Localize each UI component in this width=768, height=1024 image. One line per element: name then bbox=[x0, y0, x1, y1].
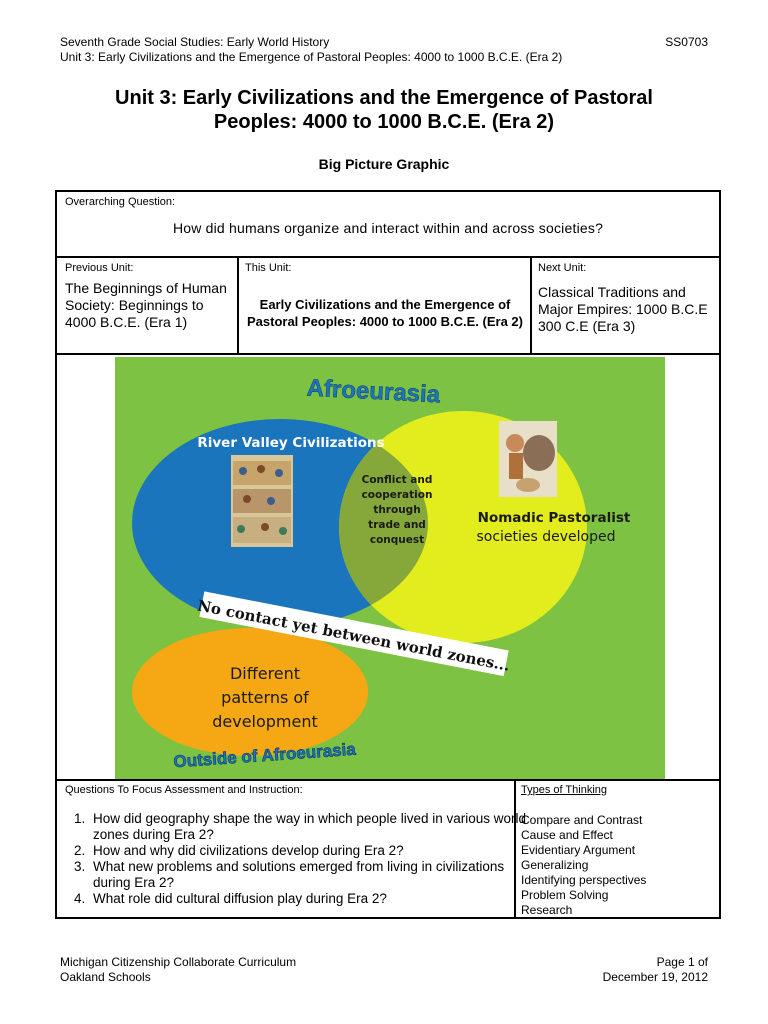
course-title: Seventh Grade Social Studies: Early Worl… bbox=[60, 35, 329, 50]
different-line-2: patterns of bbox=[221, 688, 309, 707]
divider bbox=[237, 258, 239, 353]
divider bbox=[530, 258, 532, 353]
previous-unit-text: The Beginnings of Human Society: Beginni… bbox=[65, 280, 230, 331]
this-unit-text: Early Civilizations and the Emergence of… bbox=[243, 296, 527, 330]
next-unit-label: Next Unit: bbox=[538, 262, 586, 274]
river-valley-label: River Valley Civilizations bbox=[197, 435, 384, 451]
footer-page: Page 1 of bbox=[560, 955, 708, 969]
overarching-label: Overarching Question: bbox=[65, 196, 175, 208]
overlap-line-4: trade and bbox=[368, 519, 426, 531]
overlap-line-5: conquest bbox=[370, 534, 424, 546]
question-item: What role did cultural diffusion play du… bbox=[89, 891, 529, 907]
big-picture-graphic: Afroeurasia River Valley Civilizations C… bbox=[115, 357, 665, 781]
previous-unit-label: Previous Unit: bbox=[65, 262, 133, 274]
thinking-list: Compare and Contrast Cause and Effect Ev… bbox=[521, 813, 646, 918]
this-unit-label: This Unit: bbox=[245, 262, 291, 274]
thinking-item: Cause and Effect bbox=[521, 828, 646, 843]
thinking-item: Problem Solving bbox=[521, 888, 646, 903]
questions-list: How did geography shape the way in which… bbox=[61, 811, 529, 907]
questions-label: Questions To Focus Assessment and Instru… bbox=[65, 784, 303, 796]
thinking-item: Generalizing bbox=[521, 858, 646, 873]
pastoralist-mosaic-image bbox=[499, 421, 557, 497]
graphic-box: Afroeurasia River Valley Civilizations C… bbox=[55, 353, 721, 781]
egyptian-painting-image bbox=[231, 455, 293, 547]
page-subtitle: Big Picture Graphic bbox=[60, 156, 708, 172]
thinking-item: Identifying perspectives bbox=[521, 873, 646, 888]
different-line-3: development bbox=[212, 712, 318, 731]
footer-org-1: Michigan Citizenship Collaborate Curricu… bbox=[60, 955, 296, 969]
unit-line: Unit 3: Early Civilizations and the Emer… bbox=[60, 50, 562, 65]
question-item: What new problems and solutions emerged … bbox=[89, 859, 529, 891]
nomadic-label-bold: Nomadic Pastoralist bbox=[478, 510, 631, 526]
thinking-item: Research bbox=[521, 903, 646, 918]
thinking-item: Evidentiary Argument bbox=[521, 843, 646, 858]
questions-row: Questions To Focus Assessment and Instru… bbox=[55, 779, 721, 919]
course-code: SS0703 bbox=[640, 35, 708, 50]
overlap-line-2: cooperation bbox=[362, 489, 433, 501]
nomadic-label-plain: societies developed bbox=[476, 529, 615, 545]
title-line-1: Unit 3: Early Civilizations and the Emer… bbox=[60, 86, 708, 110]
page-title: Unit 3: Early Civilizations and the Emer… bbox=[60, 86, 708, 134]
next-unit-text: Classical Traditions and Major Empires: … bbox=[538, 284, 716, 335]
overarching-box: Overarching Question: How did humans org… bbox=[55, 190, 721, 258]
different-line-1: Different bbox=[230, 664, 300, 683]
overlap-line-1: Conflict and bbox=[362, 474, 433, 486]
title-line-2: Peoples: 4000 to 1000 B.C.E. (Era 2) bbox=[60, 110, 708, 134]
overlap-line-3: through bbox=[373, 504, 420, 516]
footer-org-2: Oakland Schools bbox=[60, 970, 151, 984]
question-item: How and why did civilizations develop du… bbox=[89, 843, 529, 859]
question-item: How did geography shape the way in which… bbox=[89, 811, 529, 843]
units-row: Previous Unit: The Beginnings of Human S… bbox=[55, 256, 721, 355]
footer-date: December 19, 2012 bbox=[560, 970, 708, 984]
overarching-question: How did humans organize and interact wit… bbox=[57, 220, 719, 236]
thinking-item: Compare and Contrast bbox=[521, 813, 646, 828]
thinking-label: Types of Thinking bbox=[521, 784, 607, 796]
